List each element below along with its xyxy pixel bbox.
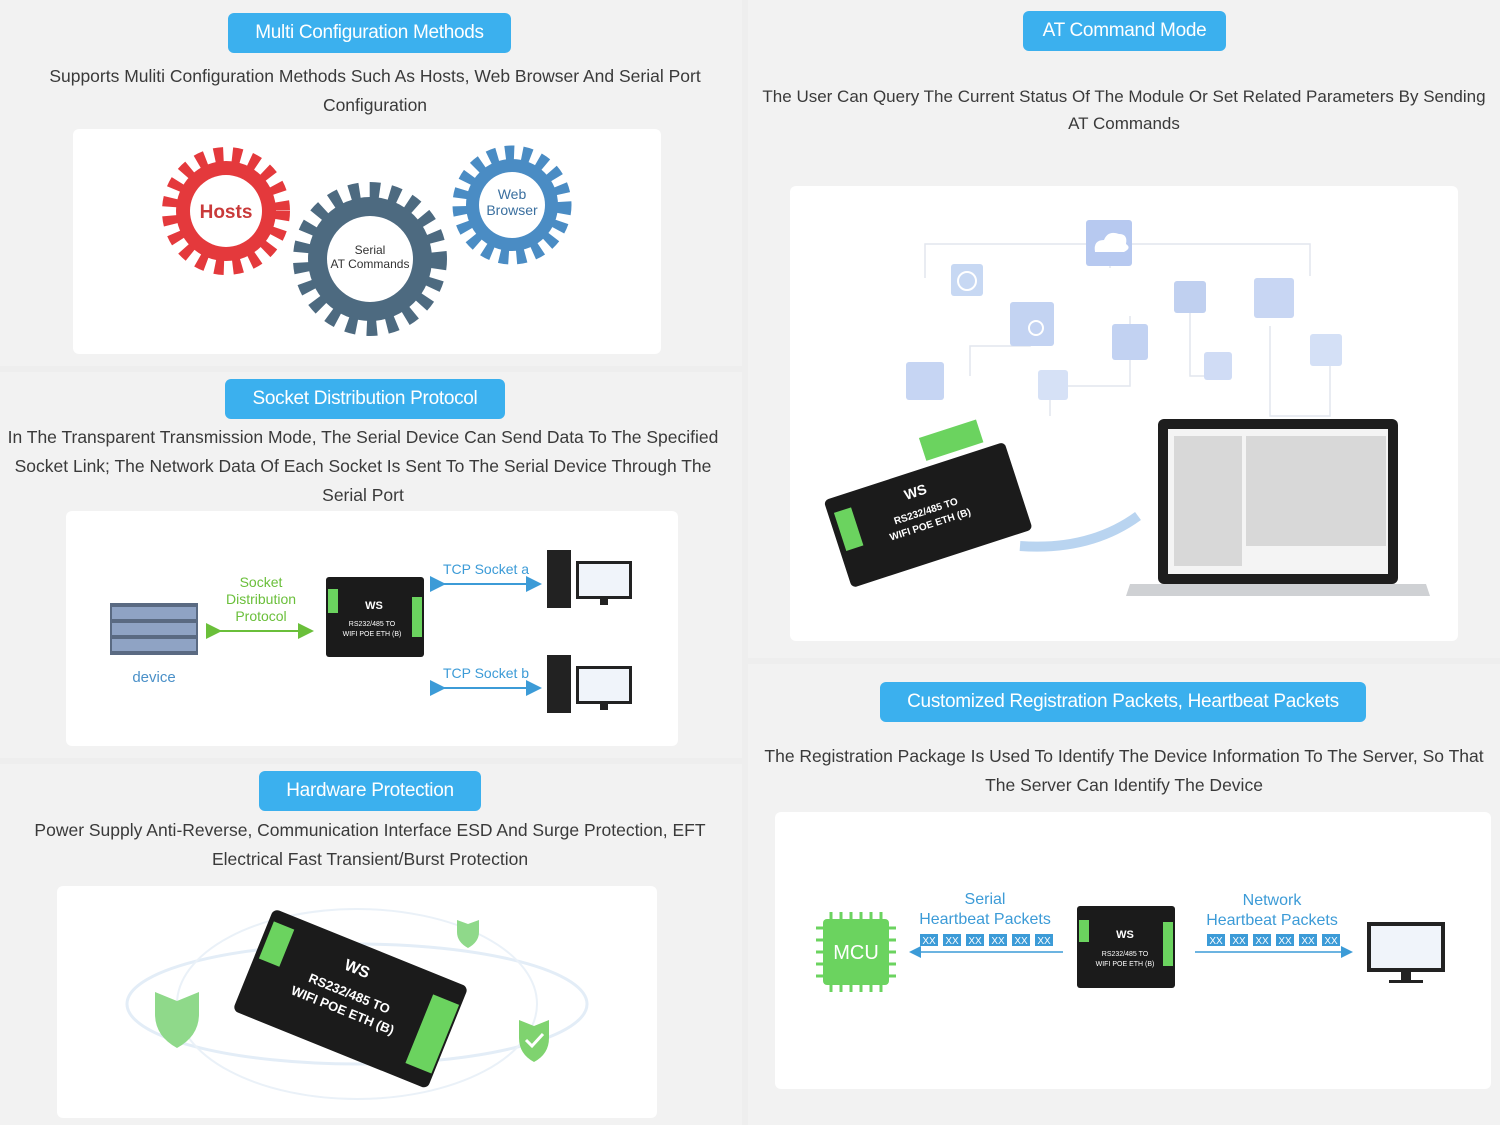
network-packet-5: XX	[1301, 936, 1315, 947]
web-label: Web	[498, 186, 527, 202]
serial-packet-3: XX	[968, 936, 982, 947]
tcp-socket-b-label: TCP Socket b	[443, 665, 529, 681]
users-icon	[906, 362, 944, 400]
serial-packet-2: XX	[945, 936, 959, 947]
socket-label-2: Distribution	[226, 591, 296, 607]
shield-check-icon	[519, 1020, 549, 1062]
mcu-label: MCU	[833, 942, 879, 964]
registration-description: The Registration Package Is Used To Iden…	[764, 746, 1484, 795]
multi-config-description: Supports Muliti Configuration Methods Su…	[49, 66, 701, 115]
at-command-section: AT Command Mode The User Can Query The C…	[748, 0, 1500, 658]
converter-device-icon: WS RS232/485 TO WIFI POE ETH (B)	[326, 577, 424, 657]
registration-section: Customized Registration Packets, Heartbe…	[748, 664, 1500, 1125]
cloud-icon	[1086, 220, 1132, 266]
at-commands-label: AT Commands	[331, 257, 410, 271]
network-packet-4: XX	[1278, 936, 1292, 947]
shield-left-icon	[155, 992, 199, 1048]
serial-heartbeat-label-1: Serial	[965, 891, 1006, 908]
monitor-icon	[1254, 278, 1294, 318]
laptop-icon	[1126, 419, 1430, 596]
multi-config-section: Multi Configuration Methods Supports Mul…	[0, 0, 742, 366]
converter-model-1: RS232/485 TO	[349, 621, 396, 628]
gears-illustration: Hosts Serial AT Commands Web Browser	[73, 129, 661, 354]
hosts-gear-icon: Hosts	[162, 147, 290, 275]
settings-icon	[1038, 370, 1068, 400]
converter-device-icon-3: WS RS232/485 TO WIFI POE ETH (B)	[1077, 906, 1175, 988]
multi-config-title: Multi Configuration Methods	[228, 13, 511, 53]
web-gear-icon: Web Browser	[452, 145, 572, 265]
device-label: device	[132, 669, 175, 686]
hardware-illustration: WS RS232/485 TO WIFI POE ETH (B)	[57, 886, 657, 1118]
network-heartbeat-label-2: Heartbeat Packets	[1206, 912, 1338, 929]
converter-model-2: WIFI POE ETH (B)	[343, 631, 402, 638]
network-packet-6: XX	[1324, 936, 1338, 947]
network-packet-1: XX	[1209, 936, 1223, 947]
socket-description: In The Transparent Transmission Mode, Th…	[7, 427, 719, 505]
socket-section: Socket Distribution Protocol In The Tran…	[0, 372, 742, 758]
mcu-chip-icon: MCU	[816, 912, 896, 992]
serial-gear-icon: Serial AT Commands	[293, 182, 447, 336]
tcp-socket-a-label: TCP Socket a	[443, 561, 529, 577]
socket-label-3: Protocol	[235, 608, 286, 624]
server-monitor-icon	[1367, 922, 1445, 983]
search-doc-icon	[1010, 302, 1054, 346]
chart-icon	[1310, 334, 1342, 366]
converter-3-brand: WS	[1116, 929, 1134, 941]
serial-heartbeat-label-2: Heartbeat Packets	[919, 911, 1051, 928]
serial-packet-6: XX	[1037, 936, 1051, 947]
at-command-title: AT Command Mode	[1023, 11, 1226, 51]
socket-label-1: Socket	[240, 574, 283, 590]
at-command-description: The User Can Query The Current Status Of…	[762, 87, 1486, 133]
hardware-title: Hardware Protection	[259, 771, 481, 811]
socket-diagram: device Socket Distribution Protocol WS R…	[66, 511, 678, 746]
converter-3-model-2: WIFI POE ETH (B)	[1096, 961, 1155, 968]
converter-device-large-icon: WS RS232/485 TO WIFI POE ETH (B)	[234, 910, 467, 1088]
network-heartbeat-label-1: Network	[1243, 892, 1303, 909]
gauge-icon	[951, 264, 983, 296]
registration-title: Customized Registration Packets, Heartbe…	[880, 682, 1366, 722]
shield-top-icon	[457, 920, 479, 948]
hardware-description: Power Supply Anti-Reverse, Communication…	[34, 820, 706, 869]
hosts-label: Hosts	[200, 202, 253, 223]
serial-packet-4: XX	[991, 936, 1005, 947]
hardware-section: Hardware Protection Power Supply Anti-Re…	[0, 764, 742, 1125]
serial-packets: XX XX XX XX XX XX	[920, 934, 1053, 947]
server-icon	[1174, 281, 1206, 313]
pc-b-icon	[547, 655, 632, 713]
network-packet-3: XX	[1255, 936, 1269, 947]
heartbeat-diagram: MCU Serial Heartbeat Packets XX XX XX XX…	[775, 812, 1491, 1089]
converter-3-model-1: RS232/485 TO	[1102, 951, 1149, 958]
converter-device-icon-2: WS RS232/485 TO WIFI POE ETH (B)	[824, 419, 1032, 587]
serial-label: Serial	[355, 243, 386, 257]
card-icon	[1112, 324, 1148, 360]
network-packets: XX XX XX XX XX XX	[1207, 934, 1340, 947]
converter-brand: WS	[365, 600, 383, 612]
at-command-illustration: WS RS232/485 TO WIFI POE ETH (B)	[790, 186, 1458, 641]
curved-arrow-icon	[1019, 511, 1141, 552]
pc-a-icon	[547, 550, 632, 608]
bars-icon	[1204, 352, 1232, 380]
serial-packet-1: XX	[922, 936, 936, 947]
device-server-icon	[110, 603, 198, 655]
network-packet-2: XX	[1232, 936, 1246, 947]
socket-title: Socket Distribution Protocol	[225, 379, 505, 419]
serial-packet-5: XX	[1014, 936, 1028, 947]
converter-2-brand: WS	[902, 481, 928, 503]
browser-label: Browser	[486, 202, 538, 218]
